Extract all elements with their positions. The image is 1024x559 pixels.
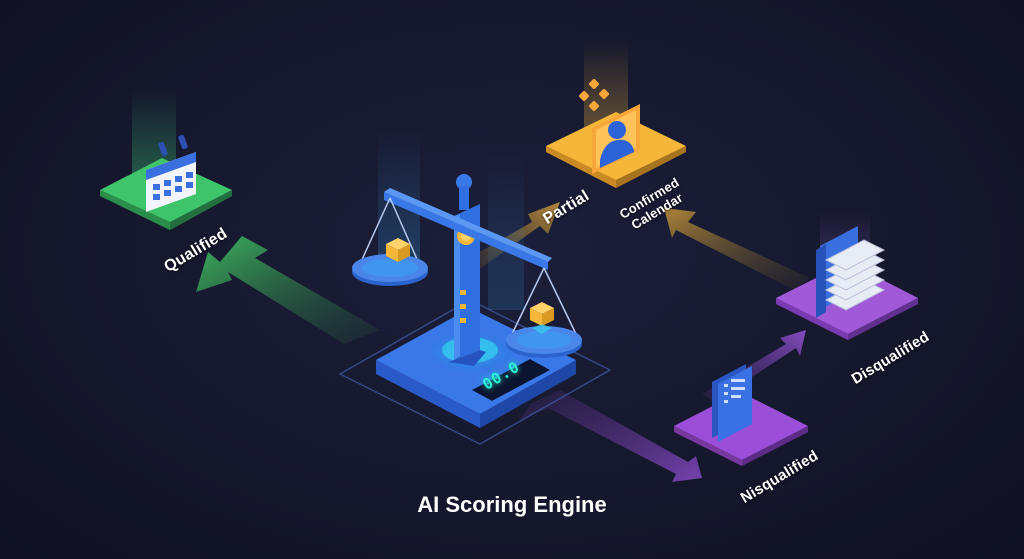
engine-outer-platform bbox=[338, 299, 612, 445]
sparkle-icon bbox=[578, 78, 610, 112]
document-stack-icon bbox=[816, 226, 886, 318]
confirmed-calendar-node bbox=[546, 40, 686, 188]
arrow-to-nisqualified bbox=[520, 390, 702, 482]
user-card-icon bbox=[592, 104, 640, 174]
qualified-node bbox=[100, 88, 232, 230]
diagram-caption: AI Scoring Engine bbox=[417, 492, 607, 517]
document-list-icon bbox=[712, 364, 752, 442]
arrow-to-qualified bbox=[196, 236, 380, 344]
calendar-icon bbox=[146, 134, 196, 212]
arrow-to-confirmed-calendar bbox=[664, 208, 810, 290]
balance-scale-icon bbox=[352, 174, 582, 366]
score-display bbox=[467, 356, 555, 404]
